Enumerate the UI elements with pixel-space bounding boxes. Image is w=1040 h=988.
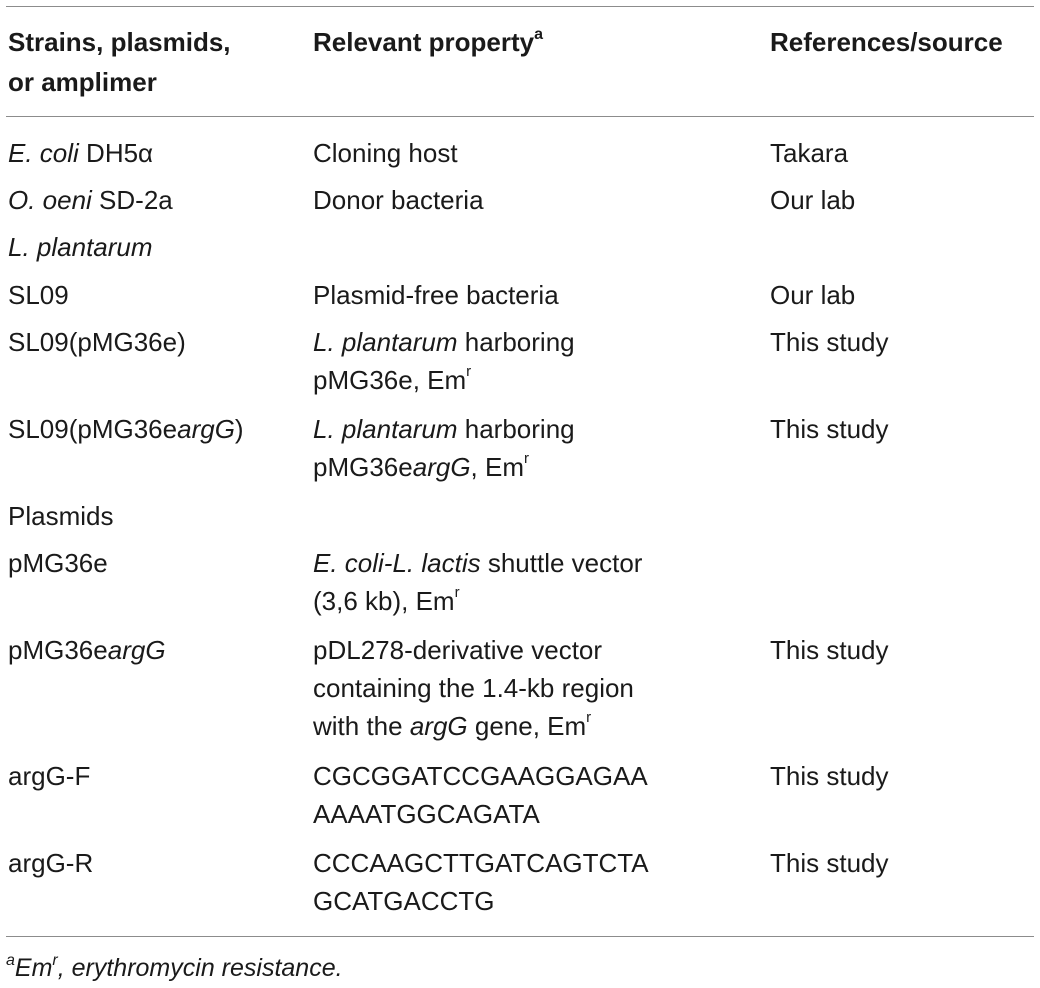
table-top-rule bbox=[6, 6, 1034, 7]
strain-cell: O. oeni SD-2a bbox=[8, 181, 308, 219]
header-divider bbox=[6, 116, 1034, 117]
strain-cell: SL09(pMG36eargG) bbox=[8, 414, 244, 444]
strain-genus: O. oeni bbox=[8, 185, 92, 215]
header-strains: Strains, plasmids, or amplimer bbox=[8, 22, 298, 102]
strain-genus: L. plantarum bbox=[8, 232, 153, 262]
source-cell: This study bbox=[770, 635, 889, 665]
table-footnote: aEmr, erythromycin resistance. bbox=[6, 951, 343, 982]
strain-genus: E. coli bbox=[8, 138, 79, 168]
section-label-plasmids: Plasmids bbox=[8, 501, 114, 531]
property-cell: Donor bacteria bbox=[313, 185, 484, 215]
source-cell: Takara bbox=[770, 138, 849, 168]
header-property-label: Relevant property bbox=[313, 27, 535, 57]
source-cell: This study bbox=[770, 848, 889, 878]
property-cell: Plasmid-free bacteria bbox=[313, 280, 559, 310]
primer-sequence-cell: CGCGGATCCGAAGGAGAA AAAATGGCAGATA bbox=[313, 761, 648, 829]
header-strains-line1: Strains, plasmids, bbox=[8, 27, 231, 57]
property-cell: pDL278-derivative vector containing the … bbox=[313, 635, 634, 741]
amplimer-cell: argG-F bbox=[8, 761, 91, 791]
strain-cell: L. plantarum bbox=[8, 228, 308, 266]
table-bottom-rule bbox=[6, 936, 1034, 937]
amplimer-cell: argG-R bbox=[8, 848, 94, 878]
source-cell: This study bbox=[770, 761, 889, 791]
header-property-footnote-mark: a bbox=[534, 26, 543, 44]
source-cell: This study bbox=[770, 327, 889, 357]
strain-cell: SL09(pMG36e) bbox=[8, 327, 186, 357]
header-property: Relevant propertya bbox=[313, 22, 543, 62]
strain-id: DH5α bbox=[78, 138, 154, 168]
strain-cell: E. coli DH5α bbox=[8, 134, 308, 172]
strain-cell: SL09 bbox=[8, 280, 69, 310]
strain-cell: pMG36eargG bbox=[8, 635, 166, 665]
property-cell: L. plantarum harboring pMG36e, Emr bbox=[313, 327, 575, 395]
property-cell: E. coli-L. lactis shuttle vector (3,6 kb… bbox=[313, 548, 643, 616]
property-cell: L. plantarum harboring pMG36eargG, Emr bbox=[313, 414, 575, 482]
source-cell: Our lab bbox=[770, 280, 856, 310]
strain-cell: pMG36e bbox=[8, 548, 108, 578]
source-cell: This study bbox=[770, 414, 889, 444]
strain-id: SD-2a bbox=[91, 185, 173, 215]
source-cell: Our lab bbox=[770, 185, 856, 215]
property-cell: Cloning host bbox=[313, 138, 458, 168]
header-references: References/source bbox=[770, 27, 1003, 57]
header-strains-line2: or amplimer bbox=[8, 67, 157, 97]
primer-sequence-cell: CCCAAGCTTGATCAGTCTA GCATGACCTG bbox=[313, 848, 649, 916]
footnote-mark: a bbox=[6, 951, 15, 969]
